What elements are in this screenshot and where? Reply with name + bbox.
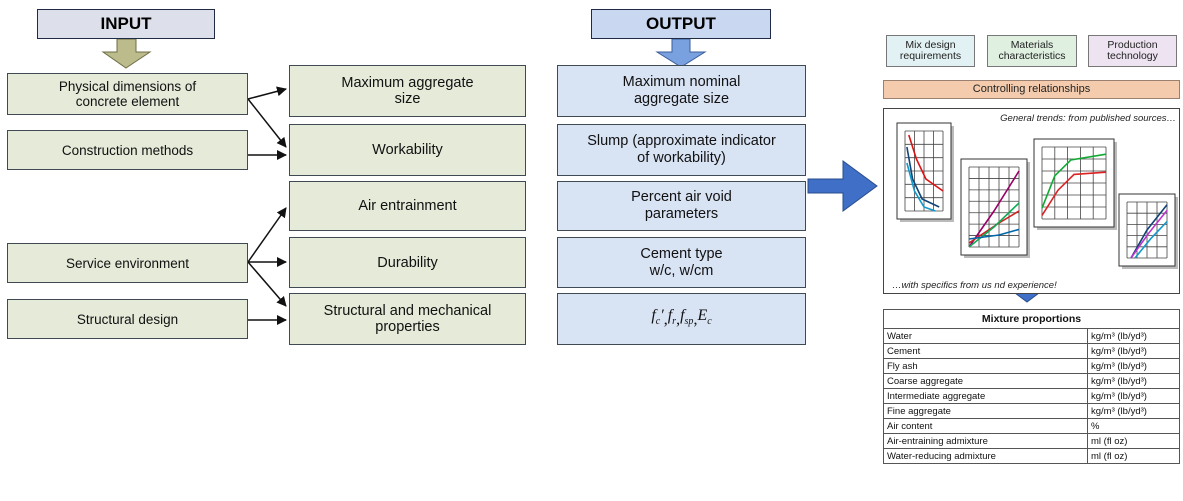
ingredient-name: Air-entraining admixture xyxy=(883,433,1088,449)
middle-structural-mechanical-label: Structural and mechanical properties xyxy=(323,303,492,335)
ingredient-unit: kg/m³ (lb/yd³) xyxy=(1087,343,1180,359)
trend-chart-1-curve-1 xyxy=(906,146,940,208)
formula-fr: fr xyxy=(667,307,677,328)
output-max-nominal-aggregate-label: Maximum nominal aggregate size xyxy=(622,74,741,107)
input-construction-methods-label: Construction methods xyxy=(61,142,194,158)
input-physical-dimensions: Physical dimensions of concrete element xyxy=(7,73,248,115)
ingredient-name: Cement xyxy=(883,343,1088,359)
output-air-void: Percent air void parameters xyxy=(557,181,806,231)
trend-chart-4-curve-0 xyxy=(1130,204,1168,259)
middle-air-entrainment-label: Air entrainment xyxy=(358,198,457,214)
formula-fc: fc′ xyxy=(651,307,664,328)
link-service-to-air xyxy=(247,207,287,263)
ingredient-unit: % xyxy=(1087,418,1180,434)
ingredient-name: Fly ash xyxy=(883,358,1088,374)
general-trends-panel: General trends: from published sources… … xyxy=(883,108,1180,294)
controlling-relationships-label: Controlling relationships xyxy=(972,83,1091,95)
input-service-environment: Service environment xyxy=(7,243,248,283)
link-service-to-structural xyxy=(247,261,287,307)
right-block-arrow xyxy=(807,160,878,212)
materials-characteristics-label: Materials characteristics xyxy=(998,39,1066,62)
output-cement-type-label: Cement type w/c, w/cm xyxy=(640,245,723,279)
formula-sep-3: , xyxy=(693,310,698,328)
production-technology-label: Production technology xyxy=(1107,39,1158,62)
trend-chart-2-curve-3 xyxy=(968,228,1020,240)
middle-max-aggregate-label: Maximum aggregate size xyxy=(341,75,474,107)
mix-design-requirements-box: Mix design requirements xyxy=(886,35,975,67)
input-construction-methods: Construction methods xyxy=(7,130,248,170)
ingredient-name: Air content xyxy=(883,418,1088,434)
formula-fsp: fsp xyxy=(680,307,694,328)
output-strength-properties: fc′, fr, fsp, Ec xyxy=(557,293,806,345)
materials-characteristics-box: Materials characteristics xyxy=(987,35,1077,67)
mix-design-requirements-label: Mix design requirements xyxy=(899,39,962,62)
formula-sep-2: , xyxy=(676,310,681,328)
output-cement-type: Cement type w/c, w/cm xyxy=(557,237,806,288)
input-physical-dimensions-label: Physical dimensions of concrete element xyxy=(58,79,197,109)
middle-structural-mechanical: Structural and mechanical properties xyxy=(289,293,526,345)
trend-chart-4-curve-1 xyxy=(1130,209,1168,259)
specifics-caption: …with specifics from us nd experience! xyxy=(892,280,1057,291)
table-row: Air content% xyxy=(883,418,1180,434)
link-physical-to-maxagg xyxy=(247,86,287,100)
controlling-relationships-box: Controlling relationships xyxy=(883,80,1180,99)
trend-chart-4-curve-2 xyxy=(1134,221,1168,259)
output-header: OUTPUT xyxy=(591,9,771,39)
output-down-arrow xyxy=(655,38,707,68)
input-structural-design: Structural design xyxy=(7,299,248,339)
middle-workability: Workability xyxy=(289,124,526,176)
ingredient-unit: ml (fl oz) xyxy=(1087,433,1180,449)
ingredient-name: Water-reducing admixture xyxy=(883,448,1088,464)
ingredient-unit: kg/m³ (lb/yd³) xyxy=(1087,358,1180,374)
production-technology-box: Production technology xyxy=(1088,35,1177,67)
general-trends-caption: General trends: from published sources… xyxy=(1000,113,1176,124)
middle-workability-label: Workability xyxy=(372,142,443,158)
input-service-environment-label: Service environment xyxy=(65,255,190,271)
middle-durability: Durability xyxy=(289,237,526,288)
output-slump-label: Slump (approximate indicator of workabil… xyxy=(587,133,776,166)
ingredient-unit: kg/m³ (lb/yd³) xyxy=(1087,328,1180,344)
ingredient-unit: kg/m³ (lb/yd³) xyxy=(1087,373,1180,389)
mixture-proportions-title: Mixture proportions xyxy=(883,309,1180,329)
output-slump: Slump (approximate indicator of workabil… xyxy=(557,124,806,176)
ingredient-name: Coarse aggregate xyxy=(883,373,1088,389)
link-physical-to-workability xyxy=(247,98,287,148)
ingredient-unit: kg/m³ (lb/yd³) xyxy=(1087,403,1180,419)
input-header-label: INPUT xyxy=(100,14,152,33)
input-structural-design-label: Structural design xyxy=(76,311,179,327)
middle-air-entrainment: Air entrainment xyxy=(289,181,526,231)
output-header-label: OUTPUT xyxy=(646,14,716,33)
middle-max-aggregate: Maximum aggregate size xyxy=(289,65,526,117)
trend-chart-3-curve-0 xyxy=(1041,153,1107,209)
middle-durability-label: Durability xyxy=(377,254,438,271)
ingredient-name: Intermediate aggregate xyxy=(883,388,1088,404)
ingredient-name: Water xyxy=(883,328,1088,344)
trend-chart-2-curve-2 xyxy=(968,202,1020,248)
trend-chart-1-curve-2 xyxy=(906,162,936,212)
trend-chart-3-curve-1 xyxy=(1041,171,1107,216)
ingredient-unit: kg/m³ (lb/yd³) xyxy=(1087,388,1180,404)
input-down-arrow xyxy=(101,38,152,69)
ingredient-name: Fine aggregate xyxy=(883,403,1088,419)
input-header: INPUT xyxy=(37,9,215,39)
output-air-void-label: Percent air void parameters xyxy=(631,189,732,222)
trend-chart-2-curve-0 xyxy=(968,170,1020,248)
trend-charts xyxy=(896,122,1178,269)
ingredient-unit: ml (fl oz) xyxy=(1087,448,1180,464)
output-max-nominal-aggregate: Maximum nominal aggregate size xyxy=(557,65,806,117)
formula-ec: Ec xyxy=(697,307,712,328)
trend-chart-1-curve-0 xyxy=(908,134,944,192)
formula-sep-1: , xyxy=(663,310,668,328)
